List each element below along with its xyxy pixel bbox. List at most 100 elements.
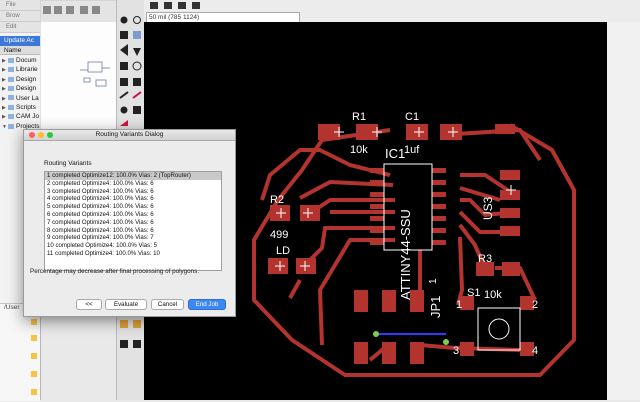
delete-icon[interactable] xyxy=(120,78,128,86)
tree-item-scripts[interactable]: ▶Scripts xyxy=(0,103,40,112)
pad-jp1-6[interactable] xyxy=(410,342,424,364)
mirror-icon[interactable] xyxy=(120,62,128,70)
expand-arrow-icon[interactable]: ▶ xyxy=(2,104,6,111)
add-icon[interactable] xyxy=(133,78,141,86)
update-button[interactable]: Update Ac xyxy=(0,36,40,46)
pad-r1-1[interactable] xyxy=(318,124,340,140)
close-window-icon[interactable] xyxy=(29,132,35,138)
script-icon[interactable] xyxy=(120,340,128,348)
polygon-note: Percentage may decrease after final proc… xyxy=(30,268,200,275)
via-marker[interactable] xyxy=(443,339,449,345)
save-icon[interactable] xyxy=(164,2,172,9)
tree-item-cam-jobs[interactable]: ▶CAM Jo xyxy=(0,112,40,121)
copy-icon[interactable] xyxy=(133,48,141,56)
variant-row[interactable]: 10 completed Optimize4: 100.0% Vias: 5 xyxy=(47,242,157,250)
back-button[interactable]: << xyxy=(76,299,102,310)
pad-jp1-3[interactable] xyxy=(410,290,424,312)
cancel-button[interactable]: Cancel xyxy=(151,299,184,310)
drc-icon[interactable] xyxy=(120,320,128,328)
pad-jp1-1[interactable] xyxy=(354,290,368,312)
panel-tab-browse[interactable]: Brow xyxy=(0,11,40,22)
via-icon[interactable] xyxy=(120,106,128,114)
pad-us3-1[interactable] xyxy=(500,170,520,180)
file-open-icon[interactable] xyxy=(150,2,158,9)
evaluate-button[interactable]: Evaluate xyxy=(105,299,147,310)
panel-tab-file[interactable]: File xyxy=(0,0,40,11)
expand-arrow-icon[interactable]: ▶ xyxy=(2,58,6,64)
pad-r1-2[interactable] xyxy=(356,124,378,140)
label-pin2: 2 xyxy=(532,299,538,311)
rotate-icon[interactable] xyxy=(132,61,142,71)
move-icon[interactable] xyxy=(120,44,128,56)
variant-row[interactable]: 5 completed Optimize4: 100.0% Vias: 6 xyxy=(47,203,154,211)
edit-icon[interactable] xyxy=(30,352,38,360)
edit-icon[interactable] xyxy=(30,334,38,342)
name-column-header[interactable]: Name xyxy=(0,46,40,55)
variant-row[interactable]: 11 completed Optimize4: 100.0% Vias: 10 xyxy=(47,249,160,257)
pad-jp1-4[interactable] xyxy=(354,342,368,364)
label-c1: C1 xyxy=(405,111,419,123)
end-job-button[interactable]: End Job xyxy=(188,299,226,310)
edit-icon[interactable] xyxy=(30,318,38,326)
variant-row[interactable]: 6 completed Optimize4: 100.0% Vias: 6 xyxy=(47,210,154,218)
variant-row[interactable]: 4 completed Optimize4: 100.0% Vias: 6 xyxy=(47,195,154,203)
tree-item-user-language[interactable]: ▶User La xyxy=(0,94,40,103)
variant-row[interactable]: 1 completed Optimize12: 100.0% Vias: 2 (… xyxy=(45,172,221,180)
pad-us3-5[interactable] xyxy=(495,124,515,134)
dialog-titlebar[interactable]: Routing Variants Dialog xyxy=(24,130,235,141)
expand-arrow-icon[interactable]: ▶ xyxy=(2,86,6,93)
pad-us3-3[interactable] xyxy=(500,208,520,218)
expand-arrow-icon[interactable]: ▶ xyxy=(2,114,6,121)
variants-list[interactable]: 1 completed Optimize12: 100.0% Vias: 2 (… xyxy=(44,171,222,271)
pad-s1-1[interactable] xyxy=(460,296,474,310)
variant-row[interactable]: 9 completed Optimize4: 100.0% Vias: 7 xyxy=(47,234,154,242)
pad-s1-4[interactable] xyxy=(520,342,534,356)
label-jp-pin: 1 xyxy=(428,278,439,284)
pad-us3-4[interactable] xyxy=(500,226,520,236)
edit-icon[interactable] xyxy=(30,388,38,396)
zoom-window-icon[interactable] xyxy=(47,132,53,138)
layer-icon[interactable] xyxy=(133,31,141,39)
erc-icon[interactable] xyxy=(133,320,141,328)
tree-item-projects[interactable]: ▼Projects xyxy=(0,122,40,131)
variant-row[interactable]: 7 completed Optimize4: 100.0% Vias: 6 xyxy=(47,218,154,226)
expand-arrow-icon[interactable]: ▶ xyxy=(2,76,6,83)
label-jp1: JP1 xyxy=(428,296,443,318)
wire-icon[interactable] xyxy=(119,91,129,99)
tree-item-design-rules[interactable]: ▶ Design xyxy=(0,84,40,93)
print-icon[interactable] xyxy=(178,2,186,9)
expand-arrow-icon[interactable]: ▶ xyxy=(2,95,6,102)
pad-r3-2[interactable] xyxy=(502,262,520,276)
group-icon[interactable] xyxy=(120,31,128,39)
collapse-arrow-icon[interactable]: ▼ xyxy=(2,123,7,130)
route-icon[interactable] xyxy=(132,91,142,99)
tree-item-libraries[interactable]: ▶Librarie xyxy=(0,65,40,74)
expand-arrow-icon[interactable]: ▶ xyxy=(2,67,6,74)
panel-tab-edit[interactable]: Edit xyxy=(0,22,40,33)
variant-row[interactable]: 8 completed Optimize4: 100.0% Vias: 6 xyxy=(47,226,154,234)
via-marker[interactable] xyxy=(373,331,379,337)
tree-item-label: Design xyxy=(16,85,37,93)
pcb-layout[interactable]: R1 10k C1 1uf IC1 R2 499 LD R3 10k S1 1 … xyxy=(144,22,607,400)
variant-row[interactable]: 2 completed Optimize4: 100.0% Vias: 6 xyxy=(47,179,154,187)
minimize-window-icon[interactable] xyxy=(38,132,44,138)
variant-row[interactable]: 3 completed Optimize4: 100.0% Vias: 6 xyxy=(47,187,154,195)
ripup-icon[interactable] xyxy=(120,120,128,126)
ulp-icon[interactable] xyxy=(133,340,141,348)
info-icon[interactable] xyxy=(120,16,128,24)
switch-actuator xyxy=(488,318,510,340)
pad-r3-1[interactable] xyxy=(476,262,494,276)
label-r1: R1 xyxy=(352,111,366,123)
pad-jp1-5[interactable] xyxy=(382,342,396,364)
eye-icon[interactable] xyxy=(133,16,141,24)
polygon-icon[interactable] xyxy=(133,106,141,114)
tree-item-documentation[interactable]: ▶Docum xyxy=(0,56,40,65)
pad-us3-2[interactable] xyxy=(500,190,520,200)
pad-s1-2[interactable] xyxy=(520,296,534,310)
pad-jp1-2[interactable] xyxy=(382,290,396,312)
tree-item-design-blocks[interactable]: ▶Design xyxy=(0,75,40,84)
pad-s1-3[interactable] xyxy=(460,342,474,356)
cam-icon[interactable] xyxy=(192,2,200,9)
label-c1-value: 1uf xyxy=(404,144,420,156)
edit-icon[interactable] xyxy=(30,370,38,378)
